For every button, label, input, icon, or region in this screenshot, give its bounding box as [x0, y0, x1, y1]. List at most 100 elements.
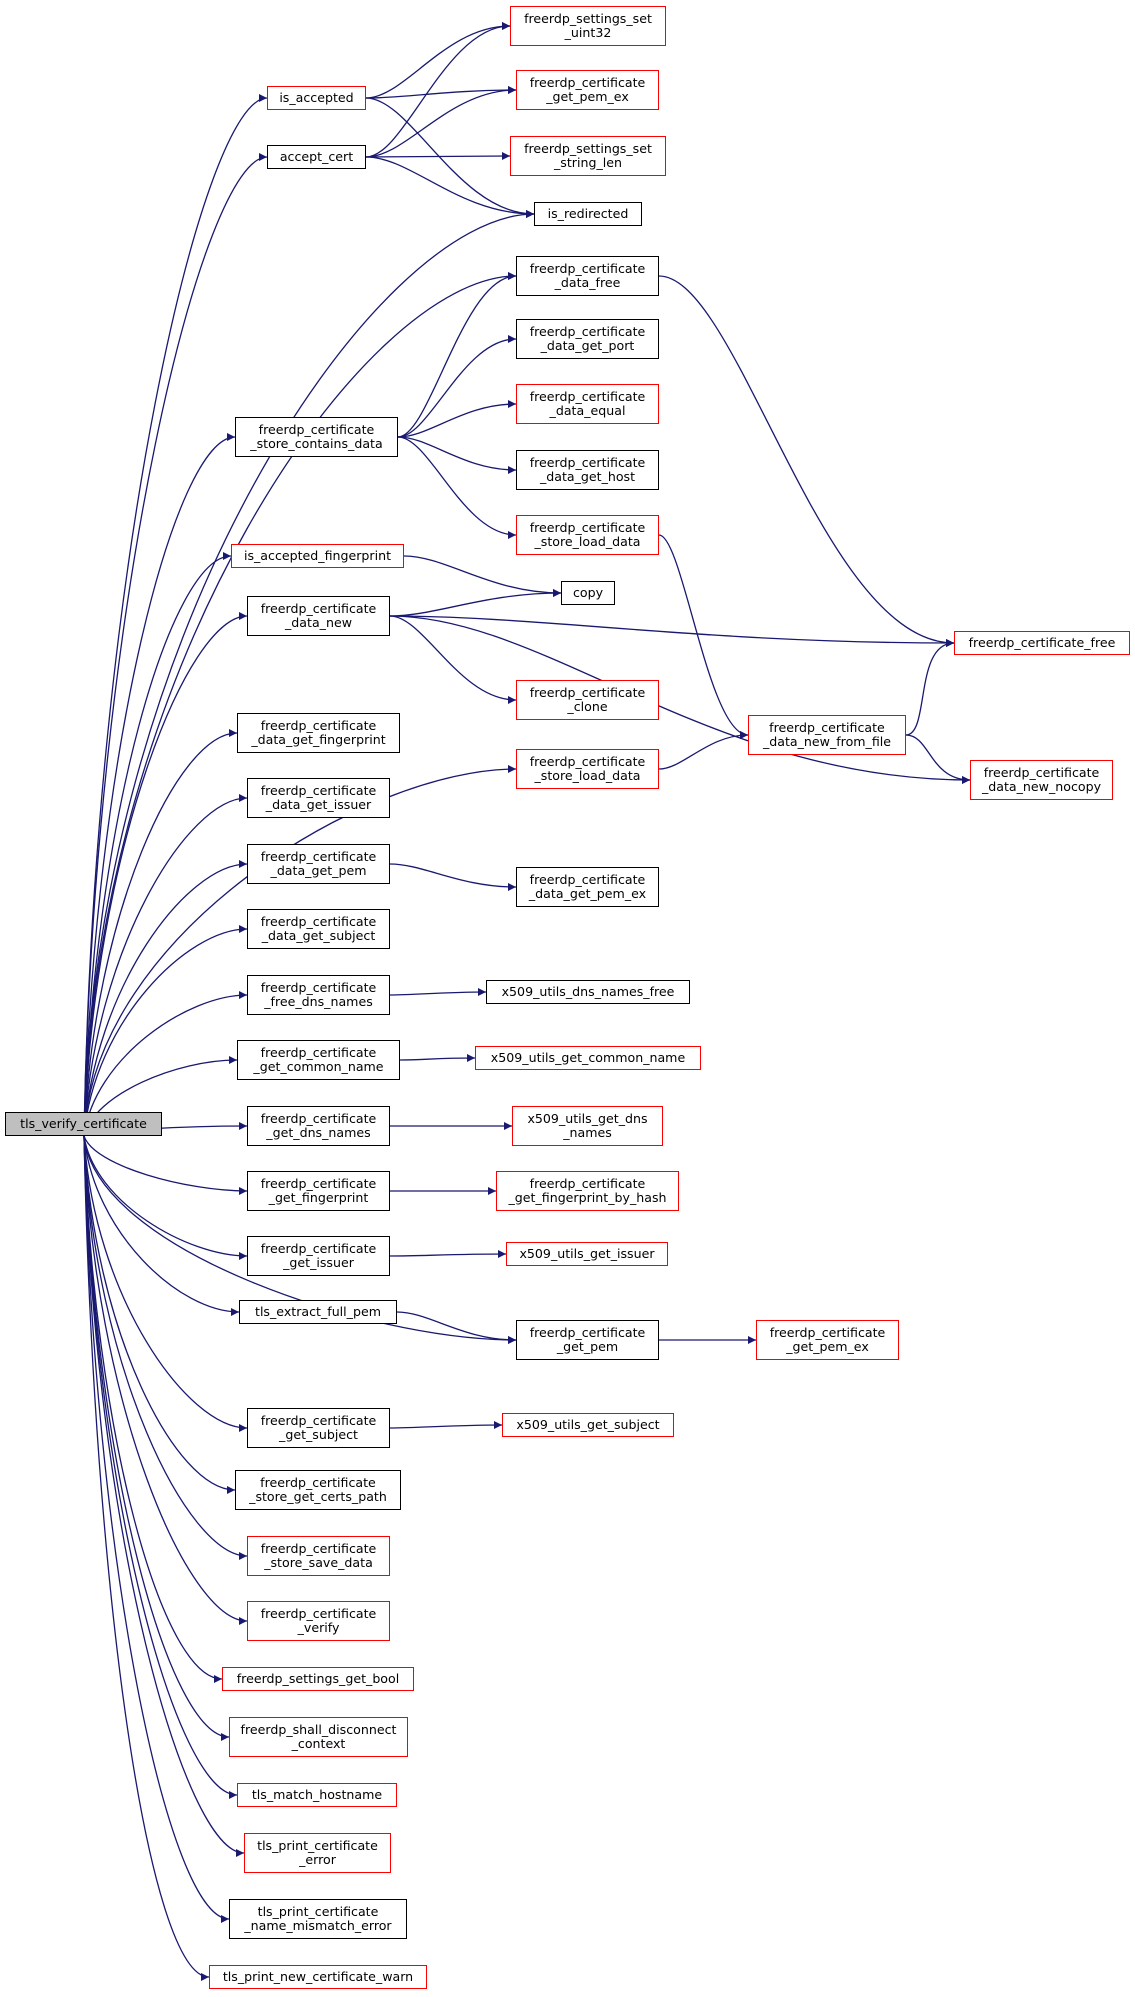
graph-node-x509-common-name[interactable]: x509_utils_get_common_name [475, 1046, 701, 1070]
edge-root-to-data_get_pem [83, 860, 248, 1137]
graph-node-print-warn[interactable]: tls_print_new_certificate_warn [209, 1965, 427, 1989]
edge-root-to-store_load_2 [83, 765, 517, 1137]
edge-root-to-cert_verify [83, 1135, 248, 1625]
graph-node-data-get-subject[interactable]: freerdp_certificate _data_get_subject [247, 909, 390, 949]
edge-root-to-data_get_fp [83, 729, 238, 1137]
edge-data_get_pem-to-data_get_pem_ex [389, 863, 517, 891]
edge-accept_cert-to-is_redirected [365, 156, 535, 218]
edge-root-to-extract_pem [83, 1135, 240, 1316]
edge-root-to-get_fingerprint [83, 1135, 248, 1195]
graph-node-match-hostname[interactable]: tls_match_hostname [237, 1783, 397, 1807]
edge-root-to-free_dns [83, 991, 248, 1137]
graph-node-free-dns[interactable]: freerdp_certificate _free_dns_names [247, 975, 390, 1015]
edge-data_new-to-copy [389, 589, 562, 617]
graph-node-get-pem-ex-top[interactable]: freerdp_certificate _get_pem_ex [516, 70, 659, 110]
graph-node-data-get-issuer[interactable]: freerdp_certificate _data_get_issuer [247, 778, 390, 818]
edge-root-to-store_contains [83, 433, 236, 1137]
edge-root-to-store_save [83, 1135, 248, 1560]
graph-node-cert-free[interactable]: freerdp_certificate_free [954, 631, 1130, 655]
edge-store_load_2-to-data_new_from_file [658, 731, 749, 770]
graph-node-is-accepted[interactable]: is_accepted [267, 86, 366, 110]
edge-root-to-data_get_subject [83, 925, 248, 1137]
graph-node-store-load-1[interactable]: freerdp_certificate _store_load_data [516, 515, 659, 555]
edge-data_new-to-cert_free [389, 615, 955, 647]
graph-node-store-save[interactable]: freerdp_certificate _store_save_data [247, 1536, 390, 1576]
graph-node-x509-get-dns[interactable]: x509_utils_get_dns _names [512, 1106, 663, 1146]
graph-node-data-equal[interactable]: freerdp_certificate _data_equal [516, 384, 659, 424]
edge-store_contains-to-data_get_port [397, 335, 517, 438]
edge-accept_cert-to-set_uint32 [365, 22, 511, 158]
graph-node-shall-disconnect[interactable]: freerdp_shall_disconnect _context [229, 1717, 408, 1757]
graph-node-get-common-name[interactable]: freerdp_certificate _get_common_name [237, 1040, 400, 1080]
graph-node-data-get-pem-ex[interactable]: freerdp_certificate _data_get_pem_ex [516, 867, 659, 907]
graph-node-root[interactable]: tls_verify_certificate [5, 1112, 162, 1136]
graph-node-print-mismatch[interactable]: tls_print_certificate _name_mismatch_err… [229, 1899, 407, 1939]
graph-node-x509-dns-free[interactable]: x509_utils_dns_names_free [486, 980, 690, 1004]
graph-node-fp-by-hash[interactable]: freerdp_certificate _get_fingerprint_by_… [496, 1171, 679, 1211]
graph-node-x509-issuer[interactable]: x509_utils_get_issuer [506, 1242, 668, 1266]
edge-store_contains-to-data_equal [397, 400, 517, 438]
edge-root-to-get_issuer [83, 1135, 248, 1260]
edge-extract_pem-to-get_pem [396, 1311, 517, 1344]
graph-node-x509-subject[interactable]: x509_utils_get_subject [502, 1413, 674, 1437]
edge-data_new_from_file-to-data_new_nocopy [905, 734, 971, 784]
graph-node-cert-verify[interactable]: freerdp_certificate _verify [247, 1601, 390, 1641]
graph-node-store-load-2[interactable]: freerdp_certificate _store_load_data [516, 749, 659, 789]
edge-root-to-print_warn [83, 1135, 210, 1981]
edge-root-to-print_error [83, 1135, 245, 1857]
edge-is_accepted_fp-to-copy [403, 555, 562, 597]
graph-node-data-new-nocopy[interactable]: freerdp_certificate _data_new_nocopy [970, 760, 1113, 800]
graph-node-data-get-port[interactable]: freerdp_certificate _data_get_port [516, 319, 659, 359]
edge-is_accepted-to-set_uint32 [365, 22, 511, 99]
edge-root-to-match_hostname [83, 1135, 238, 1799]
graph-node-get-pem-ex-bot[interactable]: freerdp_certificate _get_pem_ex [756, 1320, 899, 1360]
edge-free_dns-to-x509_dns_free [389, 988, 487, 997]
graph-node-set-string-len[interactable]: freerdp_settings_set _string_len [510, 136, 666, 176]
graph-node-accept-cert[interactable]: accept_cert [267, 145, 366, 169]
edge-accept_cert-to-get_pem_ex_top [365, 86, 517, 158]
edge-root-to-data_free [83, 272, 517, 1137]
edge-get_subject-to-x509_subject [389, 1421, 503, 1430]
graph-node-data-new[interactable]: freerdp_certificate _data_new [247, 596, 390, 636]
edge-store_contains-to-store_load_1 [397, 436, 517, 539]
graph-node-data-new-from-file[interactable]: freerdp_certificate _data_new_from_file [748, 715, 906, 755]
edge-root-to-data_new [83, 612, 248, 1137]
edge-root-to-is_redirected [83, 210, 535, 1137]
edge-store_contains-to-data_free [397, 272, 517, 438]
graph-node-extract-pem[interactable]: tls_extract_full_pem [239, 1300, 397, 1324]
graph-node-get-pem[interactable]: freerdp_certificate _get_pem [516, 1320, 659, 1360]
graph-node-get-fingerprint[interactable]: freerdp_certificate _get_fingerprint [247, 1171, 390, 1211]
edge-data_new-to-data_new_nocopy [389, 615, 971, 784]
edge-root-to-is_accepted [83, 94, 268, 1137]
graph-node-data-free[interactable]: freerdp_certificate _data_free [516, 256, 659, 296]
graph-node-set-uint32[interactable]: freerdp_settings_set _uint32 [510, 6, 666, 46]
graph-node-get-issuer[interactable]: freerdp_certificate _get_issuer [247, 1236, 390, 1276]
graph-node-certs-path[interactable]: freerdp_certificate _store_get_certs_pat… [235, 1470, 401, 1510]
edge-get_common_name-to-x509_common_name [399, 1054, 476, 1063]
graph-node-is-redirected[interactable]: is_redirected [534, 202, 642, 226]
graph-node-store-contains[interactable]: freerdp_certificate _store_contains_data [235, 417, 398, 457]
graph-node-cert-clone[interactable]: freerdp_certificate _clone [516, 680, 659, 720]
edge-root-to-get_pem [83, 1135, 517, 1344]
graph-node-data-get-host[interactable]: freerdp_certificate _data_get_host [516, 450, 659, 490]
graph-node-get-subject[interactable]: freerdp_certificate _get_subject [247, 1408, 390, 1448]
edge-data_new_from_file-to-cert_free [905, 639, 955, 736]
edge-root-to-get_bool [83, 1135, 223, 1683]
graph-node-copy[interactable]: copy [561, 581, 615, 605]
edge-root-to-certs_path [83, 1135, 236, 1494]
graph-node-is-accepted-fp[interactable]: is_accepted_fingerprint [231, 544, 404, 568]
graph-node-get-dns-names[interactable]: freerdp_certificate _get_dns_names [247, 1106, 390, 1146]
edge-root-to-print_mismatch [83, 1135, 230, 1923]
graph-node-data-get-fp[interactable]: freerdp_certificate _data_get_fingerprin… [237, 713, 400, 753]
edge-root-to-accept_cert [83, 153, 268, 1137]
edge-is_accepted-to-get_pem_ex_top [365, 86, 517, 99]
edge-store_load_1-to-data_new_from_file [658, 534, 749, 739]
graph-node-get-bool[interactable]: freerdp_settings_get_bool [222, 1667, 414, 1691]
edge-root-to-get_subject [83, 1135, 248, 1432]
edge-data_free-to-cert_free [658, 275, 955, 647]
graph-node-print-error[interactable]: tls_print_certificate _error [244, 1833, 391, 1873]
edge-accept_cert-to-set_string_len [365, 152, 511, 161]
graph-node-data-get-pem[interactable]: freerdp_certificate _data_get_pem [247, 844, 390, 884]
edge-data_new-to-cert_clone [389, 615, 517, 704]
